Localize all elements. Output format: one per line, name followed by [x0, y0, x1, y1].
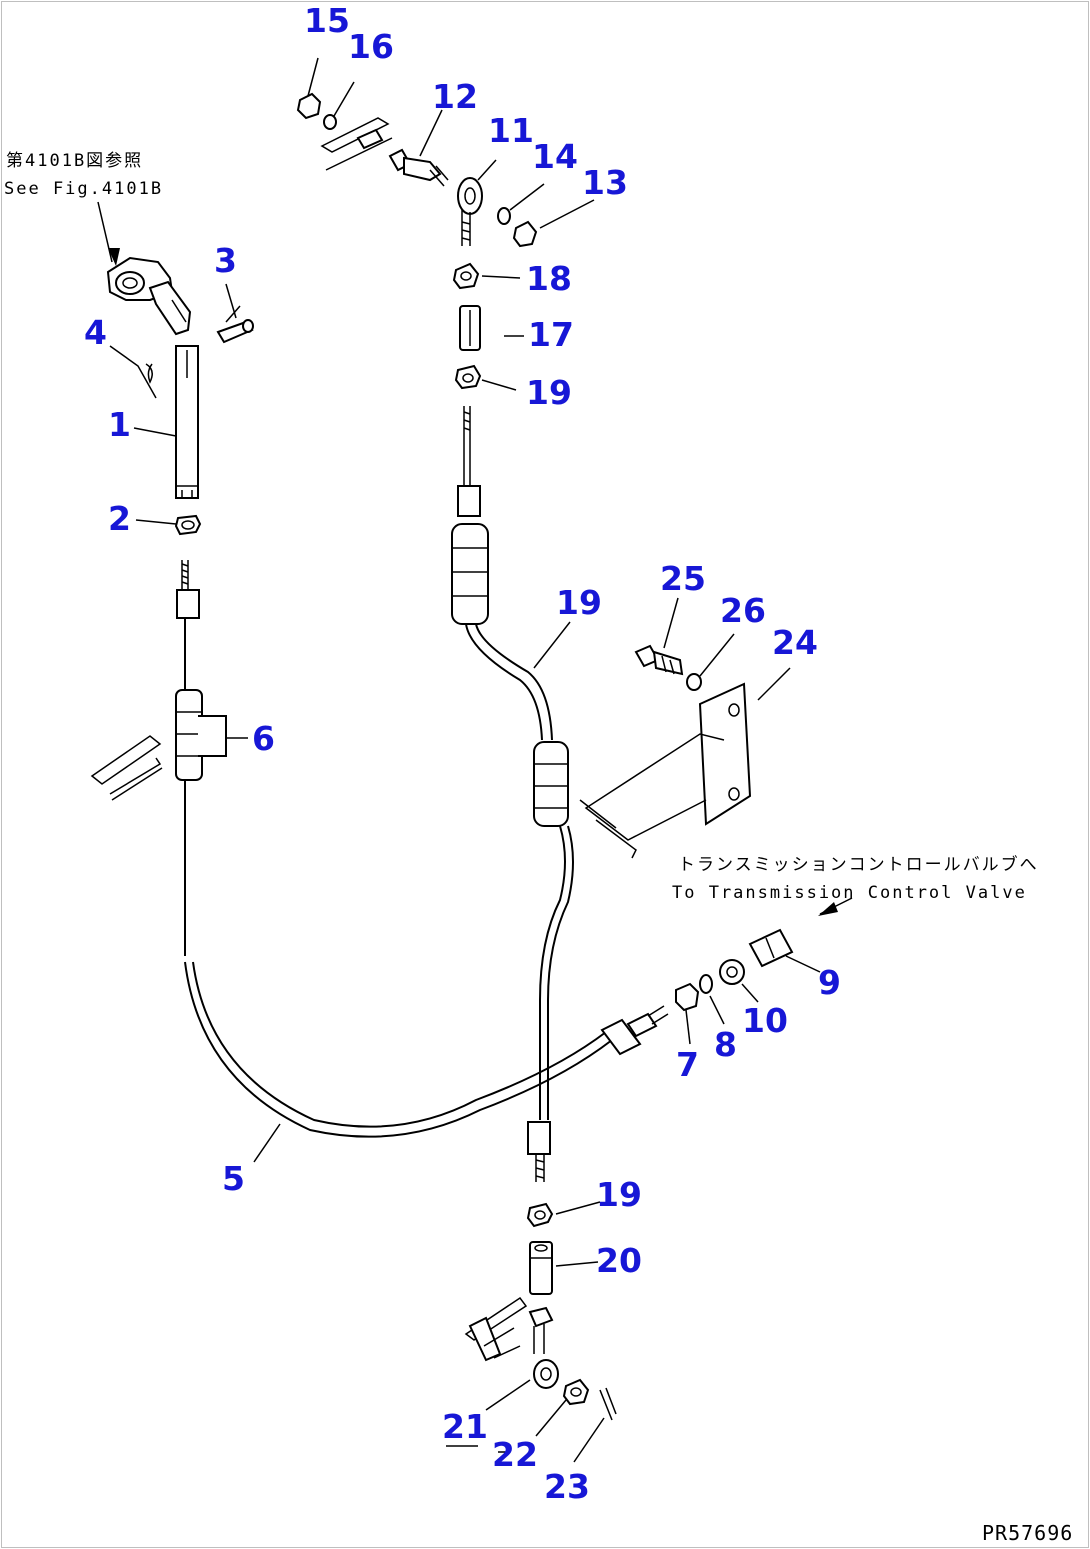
callout-5: 5 [222, 1159, 245, 1198]
reference-arrow [97, 201, 120, 266]
callout-4: 4 [84, 313, 107, 352]
lever-lower [464, 1296, 528, 1362]
washer-part-21 [533, 1359, 559, 1389]
bolt-part-12 [388, 148, 449, 187]
clevis-part-9 [748, 928, 794, 968]
drawing-number: PR57696 [982, 1521, 1073, 1545]
clamp-part-6 [90, 715, 227, 801]
nut-part-10 [719, 959, 745, 985]
callout-23: 23 [544, 1467, 590, 1506]
rod-end-part-11 [457, 177, 483, 246]
callout-9: 9 [818, 963, 841, 1002]
rod-part-1 [175, 345, 199, 499]
callout-17: 17 [528, 315, 574, 354]
callout-8: 8 [714, 1025, 737, 1064]
callout-3: 3 [214, 241, 237, 280]
callout-numbers: 15 16 12 11 14 13 18 17 19 3 4 1 2 6 5 1… [84, 1, 841, 1506]
callout-2: 2 [108, 499, 131, 538]
sleeve-part-20 [529, 1241, 553, 1295]
see-fig-note-en: See Fig.4101B [4, 179, 163, 199]
callout-7: 7 [676, 1045, 699, 1084]
washer-part-8 [699, 974, 713, 994]
washer-part-14 [497, 207, 511, 225]
callout-1: 1 [108, 405, 131, 444]
bracket-part-24 [579, 682, 752, 859]
bracket-upper [320, 117, 393, 171]
leader-lines [109, 57, 821, 1463]
callout-19-top: 19 [526, 373, 572, 412]
callout-25: 25 [660, 559, 706, 598]
cable-part-5 [184, 961, 669, 1138]
callout-12: 12 [432, 77, 478, 116]
callout-6: 6 [252, 719, 275, 758]
pin-part-3 [216, 305, 254, 344]
callout-19-mid: 19 [556, 583, 602, 622]
washer-part-26 [686, 673, 702, 691]
nut-part-7 [675, 982, 700, 1012]
sleeve-part-17 [459, 305, 481, 351]
callout-15: 15 [304, 1, 350, 40]
lever-bracket-part [106, 256, 192, 336]
callout-18: 18 [526, 259, 572, 298]
cotter-pin-part-4 [145, 363, 153, 384]
cable-part-19 [451, 406, 574, 1182]
callout-22: 22 [492, 1435, 538, 1474]
washer-part-16 [323, 114, 337, 130]
callout-24: 24 [772, 623, 818, 662]
to-valve-note-jp: トランスミッションコントロールバルブへ [678, 854, 1039, 875]
nut-part-15 [296, 92, 322, 120]
callout-11: 11 [488, 111, 534, 150]
callout-14: 14 [532, 137, 578, 176]
valve-arrow [818, 897, 853, 916]
nut-part-19-upper [454, 364, 482, 390]
bolt-part-25 [634, 644, 684, 676]
nut-part-2 [174, 514, 202, 536]
callout-26: 26 [720, 591, 766, 630]
callout-10: 10 [742, 1001, 788, 1040]
cable-end-left [175, 560, 203, 956]
see-fig-note-jp: 第4101B図参照 [6, 151, 143, 171]
cotter-pin-part-23 [599, 1387, 617, 1421]
to-valve-note-en: To Transmission Control Valve [672, 883, 1027, 903]
callout-16: 16 [348, 27, 394, 66]
callout-21: 21 [442, 1407, 488, 1446]
nut-part-13 [512, 220, 538, 248]
callout-20: 20 [596, 1241, 642, 1280]
nut-part-18 [452, 262, 480, 290]
callout-19-bottom: 19 [596, 1175, 642, 1214]
nut-part-22 [562, 1378, 590, 1406]
nut-part-19-lower [526, 1202, 554, 1228]
bolt-lower [528, 1306, 554, 1354]
callout-13: 13 [582, 163, 628, 202]
